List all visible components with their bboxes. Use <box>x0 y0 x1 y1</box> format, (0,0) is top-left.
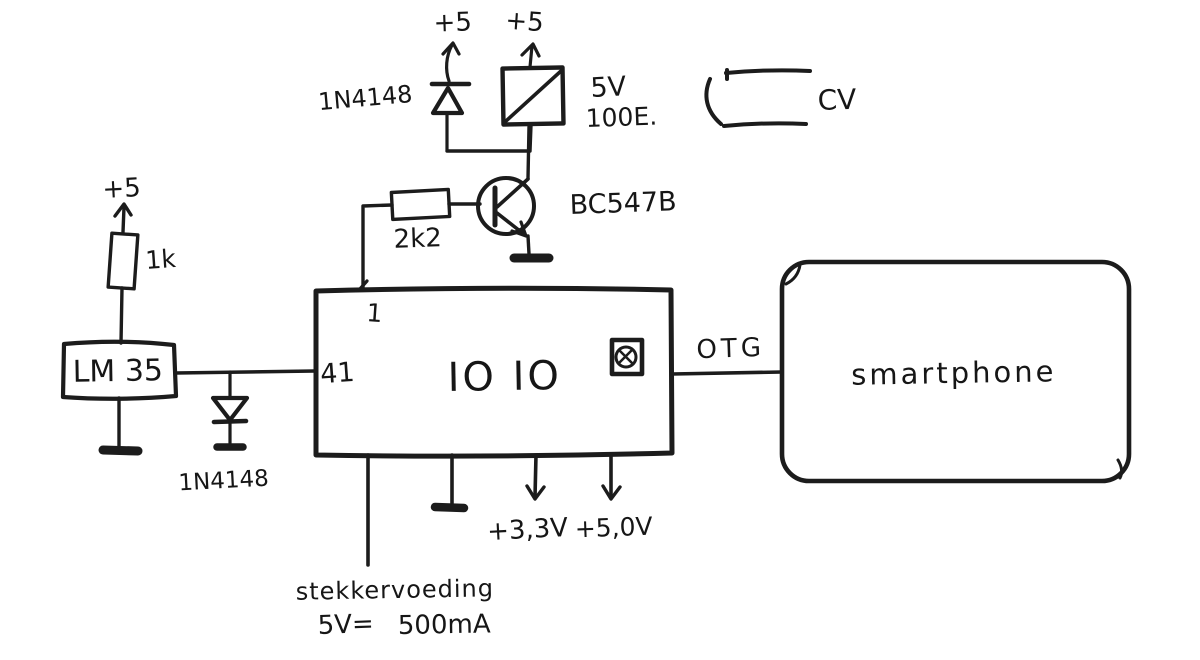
pullup-resistor-label: 1k <box>144 244 177 275</box>
plus5-left-label: +5 <box>102 173 142 205</box>
ground-bar <box>98 445 143 456</box>
contact-top-line <box>724 68 812 75</box>
lm35-outline <box>60 339 179 401</box>
wire <box>528 44 534 69</box>
usb-circle <box>614 345 638 369</box>
cv-contact-icon <box>704 68 812 128</box>
transistor-label: BC547B <box>569 186 677 221</box>
otg-wire <box>670 370 784 376</box>
corner-overstroke <box>784 263 802 286</box>
flyback-diode-label: 1N4148 <box>317 80 413 116</box>
cv-label: CV <box>817 83 857 117</box>
wire-r1-to-lm35 <box>119 286 124 345</box>
pullup-resistor-icon <box>106 231 140 291</box>
base-resistor-icon <box>389 187 452 222</box>
wire-lm35-to-ioio <box>174 369 317 375</box>
wire <box>526 234 531 256</box>
ioio-outline <box>313 285 675 459</box>
lm35-box <box>60 339 179 401</box>
wire <box>533 453 538 499</box>
smartphone-outline <box>779 259 1132 484</box>
rail-33-arrow-icon <box>525 453 546 501</box>
relay-coil-label: 100E. <box>585 102 657 133</box>
wire <box>528 123 533 153</box>
supply-voltage-label: 5V= <box>317 609 374 641</box>
diode-triangle <box>430 85 465 116</box>
relay-coil-icon <box>500 42 566 153</box>
wire-pin1-to-r2 <box>361 203 394 291</box>
usb-connector-icon <box>609 337 645 377</box>
supply-current-label: 500mA <box>398 609 491 641</box>
transistor-collector <box>495 177 530 209</box>
contact-curve <box>704 77 723 126</box>
supply-name-label: stekkervoeding <box>295 574 494 605</box>
clamp-diode-icon <box>210 370 250 451</box>
plus5-flyback-label: +5 <box>433 7 472 38</box>
base-resistor-label: 2k2 <box>393 223 442 255</box>
resistor-body <box>389 187 452 222</box>
plus5-left-arrow-icon <box>113 202 133 234</box>
ground-icon-lm35 <box>98 396 143 456</box>
relay-box <box>500 65 566 127</box>
rail-50-label: +5,0V <box>574 512 653 544</box>
lm35-label: LM 35 <box>72 353 163 390</box>
plus5-relay-label: +5 <box>504 6 544 39</box>
diode-triangle <box>210 395 250 423</box>
resistor-body <box>106 231 140 291</box>
arrow-down-icon <box>601 484 622 501</box>
usb-square <box>609 337 645 377</box>
emitter-arrow-icon <box>510 220 528 238</box>
ioio-pin-top-label: 1 <box>366 298 384 328</box>
arrow-up-icon <box>520 42 541 58</box>
otg-label: OTG <box>696 333 766 365</box>
ioio-pin-left-label: 41 <box>319 357 355 390</box>
smartphone-label: smartphone <box>851 354 1057 392</box>
smartphone-box <box>779 259 1132 484</box>
arrow-up-icon <box>441 41 461 56</box>
transistor-icon <box>476 176 554 263</box>
rail-33-label: +3,3V <box>486 513 569 547</box>
ground-bar <box>430 502 469 513</box>
relay-voltage-label: 5V <box>590 71 628 104</box>
corner-overstroke <box>1116 458 1124 480</box>
transistor-circle <box>476 176 536 236</box>
usb-cross <box>617 348 635 366</box>
arrow-down-icon <box>525 484 546 501</box>
ground-icon-ioio <box>430 453 469 513</box>
ioio-name-label: IO IO <box>447 353 562 401</box>
wire <box>121 205 126 234</box>
clamp-diode-label: 1N4148 <box>178 466 270 497</box>
arrow-up-icon <box>113 202 133 218</box>
flyback-diode-icon <box>429 41 472 152</box>
relay-diagonal <box>504 69 563 123</box>
contact-bottom-line <box>722 121 808 128</box>
transistor-emitter <box>495 211 527 237</box>
rail-50-arrow-icon <box>601 453 622 501</box>
